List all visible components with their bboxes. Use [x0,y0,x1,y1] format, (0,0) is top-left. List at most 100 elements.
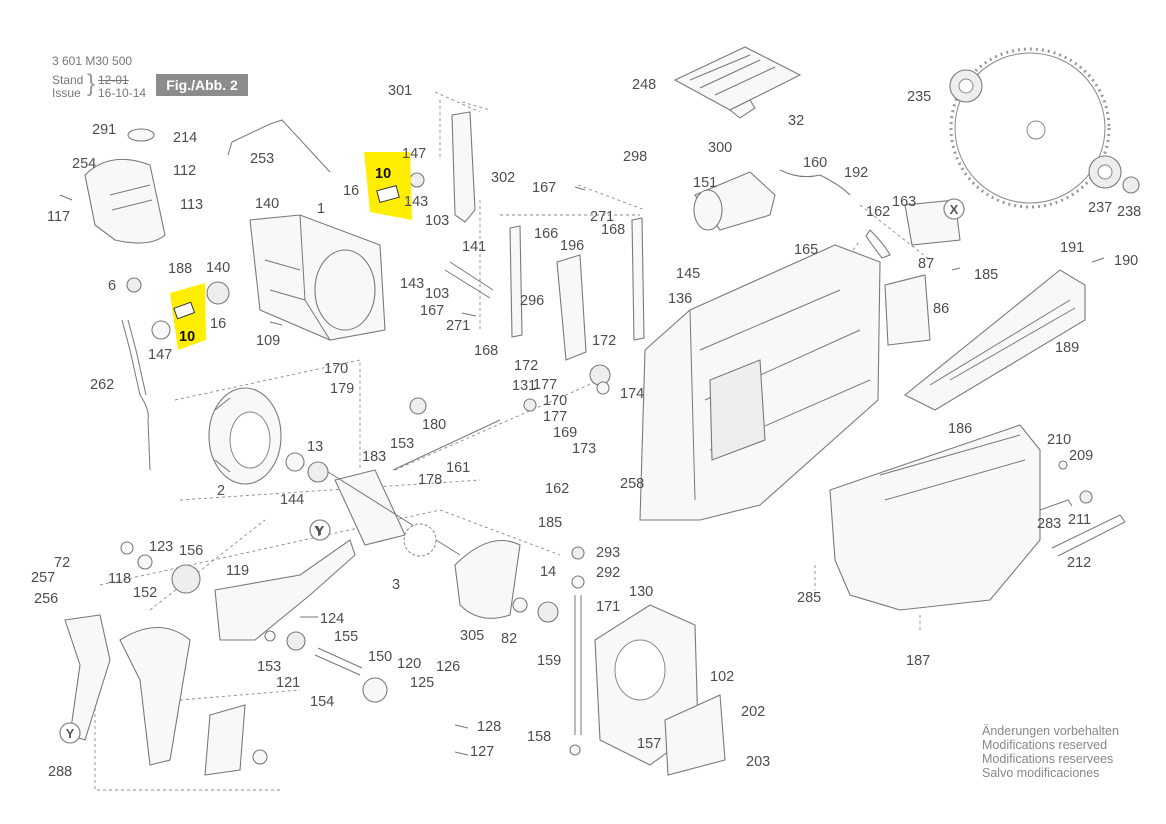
part-label-141: 141 [462,239,486,255]
part-label-144: 144 [280,492,304,508]
fan-guard-305 [454,540,521,619]
part-label-130: 130 [629,584,653,600]
notice-line-de: Änderungen vorbehalten [982,724,1119,738]
marker-y-lower: Y [59,722,81,744]
part-label-237: 237 [1088,200,1112,216]
part-label-126: 126 [436,659,460,675]
part-label-6: 6 [108,278,116,294]
part-label-160: 160 [803,155,827,171]
part-label-1: 1 [317,201,325,217]
part-label-170: 170 [324,361,348,377]
part-label-253: 253 [250,151,274,167]
cover-202 [664,694,726,776]
part-label-121: 121 [276,675,300,691]
part-label-102: 102 [710,669,734,685]
part-label-256: 256 [34,591,58,607]
part-label-103: 103 [425,213,449,229]
part-label-179: 179 [330,381,354,397]
part-label-291: 291 [92,122,116,138]
part-label-254: 254 [72,156,96,172]
part-288 [64,614,111,741]
part-label-189: 189 [1055,340,1079,356]
part-label-Y: Y [314,524,324,540]
chute-189 [903,269,1086,411]
part-label-167: 167 [532,180,556,196]
main-body-165 [639,244,881,521]
part-label-140: 140 [255,196,279,212]
part-label-300: 300 [708,140,732,156]
notice-line-fr: Modifications reservees [982,752,1114,766]
part-label-161: 161 [446,460,470,476]
part-label-166: 166 [534,226,558,242]
part-label-210: 210 [1047,432,1071,448]
wire-bracket-253 [227,119,331,173]
part-label-153: 153 [257,659,281,675]
part-label-301: 301 [388,83,412,99]
rail-302 [451,111,476,223]
part-label-192: 192 [844,165,868,181]
part-label-163: 163 [892,194,916,210]
part-label-183: 183 [362,449,386,465]
part-label-211: 211 [1068,512,1091,528]
knob-211 [1079,490,1093,504]
guard-plate-248 [673,46,802,119]
part-label-235: 235 [907,89,931,105]
part-label-172: 172 [514,358,538,374]
part-label-302: 302 [491,170,515,186]
brace-glyph: } [87,70,96,97]
bracket-196 [556,254,587,361]
part-label-271: 271 [446,318,470,334]
part-label-131: 131 [512,378,536,394]
part-label-143: 143 [404,194,428,210]
issue-date: 16-10-14 [98,86,147,100]
part-label-128: 128 [477,719,501,735]
part-label-285: 285 [797,590,821,606]
part-label-159: 159 [537,653,561,669]
part-label-170: 170 [543,393,567,409]
part-label-87: 87 [918,256,934,272]
stand-date: 12-01 [98,73,129,87]
part-label-257: 257 [31,570,55,586]
part-label-123: 123 [149,539,173,555]
plate [204,704,246,776]
highlight-part-10-lower [170,283,206,350]
part-label-152: 152 [133,585,157,601]
part-label-292: 292 [596,565,620,581]
part-label-109: 109 [256,333,280,349]
part-label-153: 153 [390,436,414,452]
part-label-202: 202 [741,704,765,720]
part-label-296: 296 [520,293,544,309]
part-label-162: 162 [866,204,890,220]
part-label-165: 165 [794,242,818,258]
part-label-168: 168 [601,222,625,238]
part-label-178: 178 [418,472,442,488]
guard-186 [829,424,1041,611]
part-label-127: 127 [470,744,494,760]
part-label-171: 171 [596,599,620,615]
part-label-177: 177 [533,377,557,393]
part-label-10: 10 [375,166,391,182]
part-label-190: 190 [1114,253,1138,269]
part-label-112: 112 [173,163,196,179]
key-212 [1051,514,1126,557]
svg-text:Y: Y [316,523,325,538]
part-label-212: 212 [1067,555,1091,571]
rail-166b [631,217,645,341]
block-86 [884,274,931,346]
figure-label: Fig./Abb. 2 [156,74,248,96]
part-label-191: 191 [1060,240,1084,256]
small-round-parts [120,172,1068,765]
part-label-169: 169 [553,425,577,441]
part-label-214: 214 [173,130,197,146]
dust-adapter-151 [693,171,776,231]
part-label-147: 147 [402,146,426,162]
part-label-2: 2 [217,483,225,499]
part-label-156: 156 [179,543,203,559]
blade-guard-part [119,627,191,766]
part-label-196: 196 [560,238,584,254]
spring-160 [779,169,851,196]
wrench-283 [1039,499,1073,511]
